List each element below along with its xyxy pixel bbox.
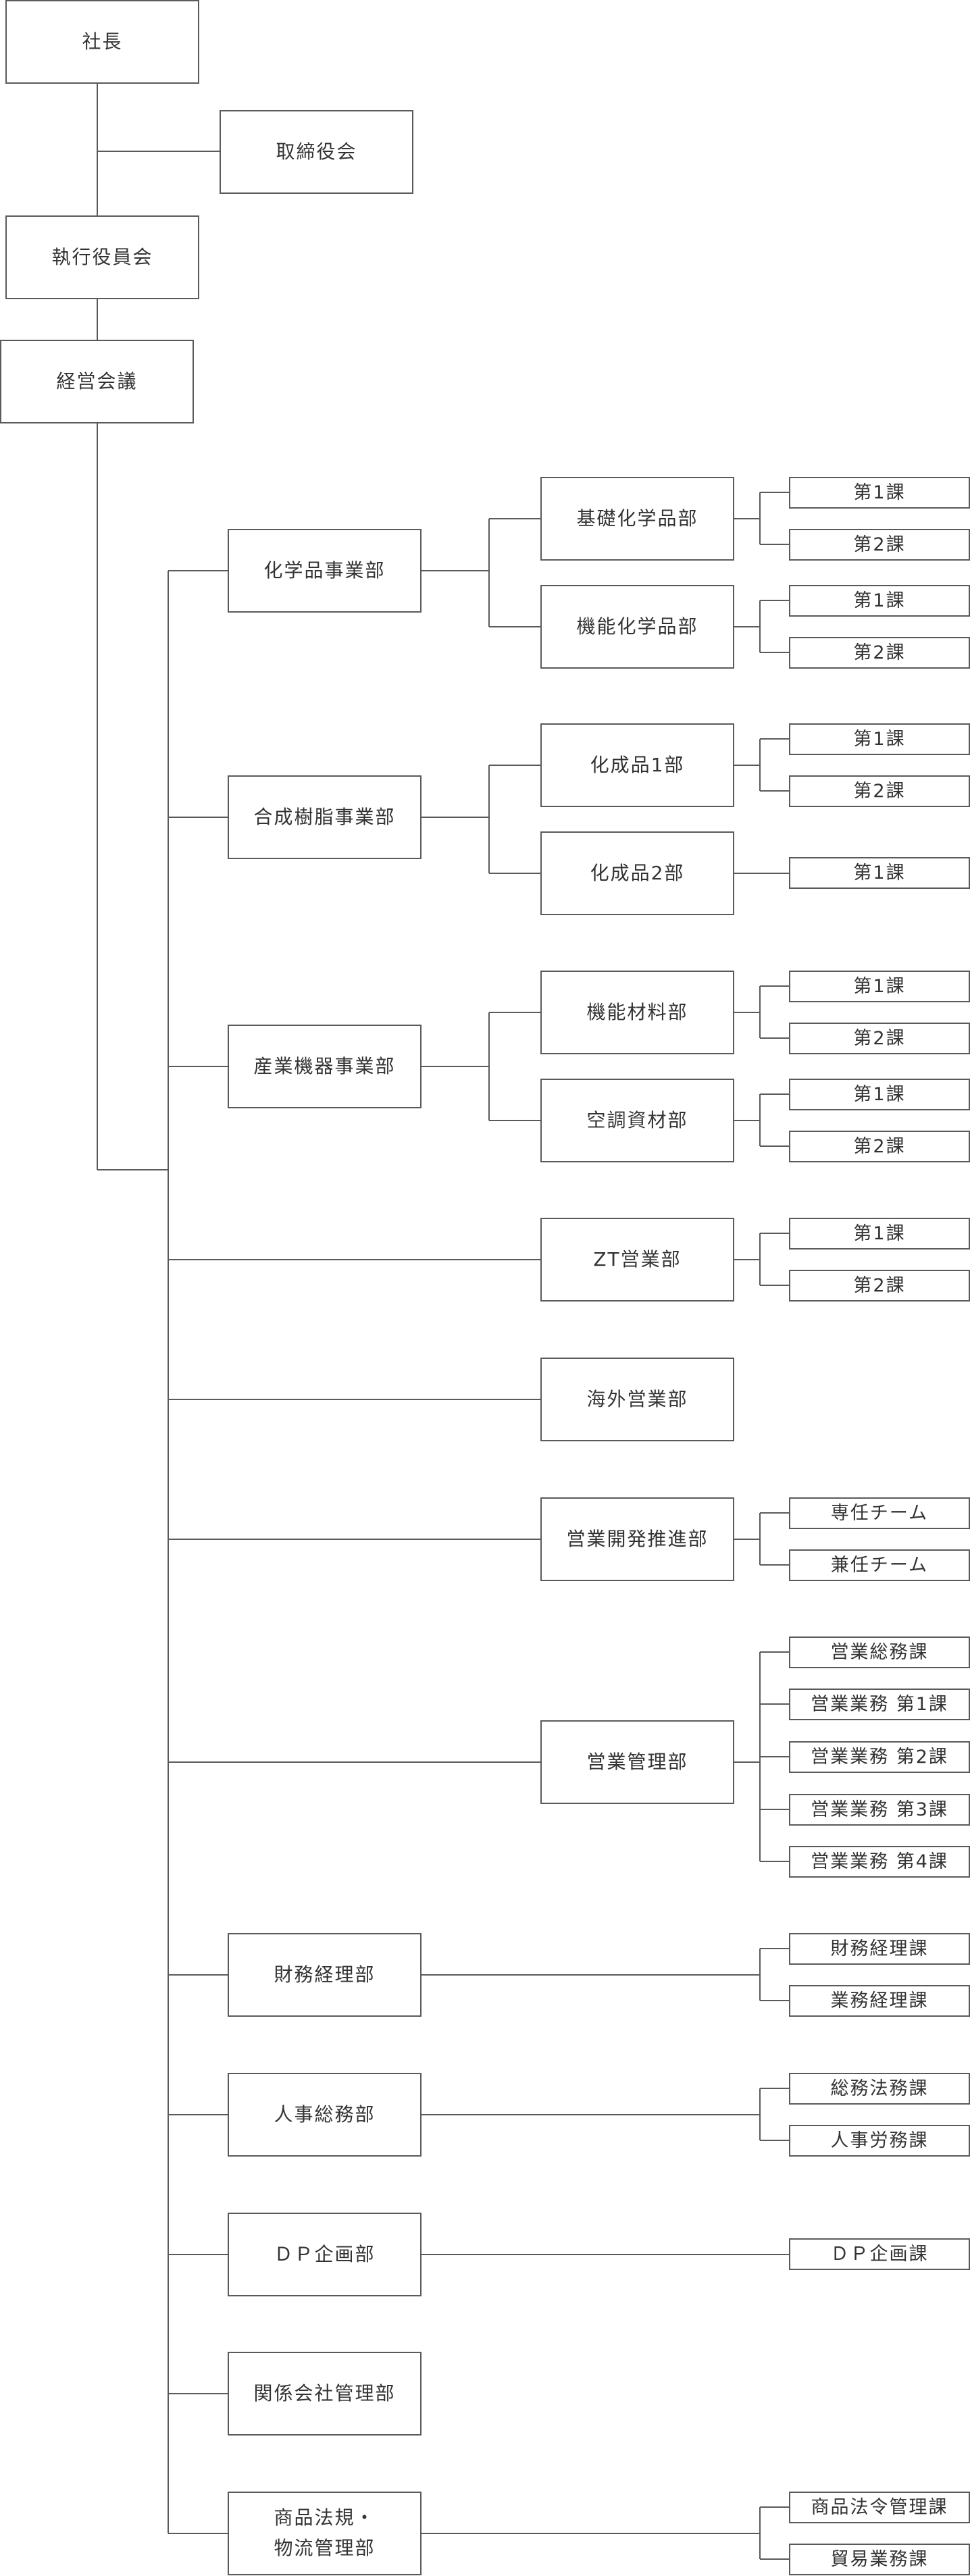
department-box: 財務経理部 — [228, 1933, 422, 2017]
section-box: 第2課 — [789, 1023, 970, 1054]
section-box: 第1課 — [789, 1079, 970, 1110]
division-box: 産業機器事業部 — [228, 1025, 422, 1108]
section-box: 人事労務課 — [789, 2125, 970, 2157]
department-box: ＤＰ企画部 — [228, 2213, 422, 2296]
section-box: 貿易業務課 — [789, 2544, 970, 2575]
section-box: 第2課 — [789, 775, 970, 807]
section-box: 営業業務 第3課 — [789, 1794, 970, 1826]
section-box: 第2課 — [789, 1131, 970, 1162]
department-box: 営業開発推進部 — [540, 1497, 734, 1581]
section-box: 第2課 — [789, 637, 970, 669]
department-box: 空調資材部 — [540, 1079, 734, 1162]
division-box: 化学品事業部 — [228, 529, 422, 613]
section-box: 営業総務課 — [789, 1637, 970, 1668]
department-box: 関係会社管理部 — [228, 2352, 422, 2436]
department-box: 化成品2部 — [540, 831, 734, 915]
section-box: 第1課 — [789, 857, 970, 889]
section-box: 兼任チーム — [789, 1549, 970, 1581]
department-box: 化成品1部 — [540, 723, 734, 807]
section-box: 第2課 — [789, 529, 970, 561]
department-box: 基礎化学品部 — [540, 477, 734, 561]
section-box: 第1課 — [789, 971, 970, 1002]
section-box: 総務法務課 — [789, 2073, 970, 2105]
department-box: 海外営業部 — [540, 1358, 734, 1441]
president-box: 社長 — [5, 0, 199, 84]
division-box: 合成樹脂事業部 — [228, 775, 422, 859]
section-box: 商品法令管理課 — [789, 2492, 970, 2523]
section-box: 第1課 — [789, 585, 970, 617]
section-box: 営業業務 第1課 — [789, 1689, 970, 1720]
section-box: 業務経理課 — [789, 1985, 970, 2017]
department-box: 商品法規・ 物流管理部 — [228, 2492, 422, 2575]
section-box: 第2課 — [789, 1270, 970, 1302]
section-box: 第1課 — [789, 477, 970, 509]
section-box: 専任チーム — [789, 1497, 970, 1529]
department-box: 人事総務部 — [228, 2073, 422, 2157]
executive-committee-box: 執行役員会 — [5, 215, 199, 299]
section-box: 第1課 — [789, 723, 970, 755]
department-box: 機能化学品部 — [540, 585, 734, 669]
department-box: 機能材料部 — [540, 971, 734, 1054]
section-box: 第1課 — [789, 1218, 970, 1250]
department-box: 営業管理部 — [540, 1720, 734, 1804]
section-box: 営業業務 第4課 — [789, 1846, 970, 1878]
management-meeting-box: 経営会議 — [0, 340, 194, 423]
section-box: 財務経理課 — [789, 1933, 970, 1965]
department-box: ZT営業部 — [540, 1218, 734, 1302]
board-box: 取締役会 — [220, 110, 413, 194]
section-box: ＤＰ企画課 — [789, 2238, 970, 2270]
section-box: 営業業務 第2課 — [789, 1741, 970, 1773]
